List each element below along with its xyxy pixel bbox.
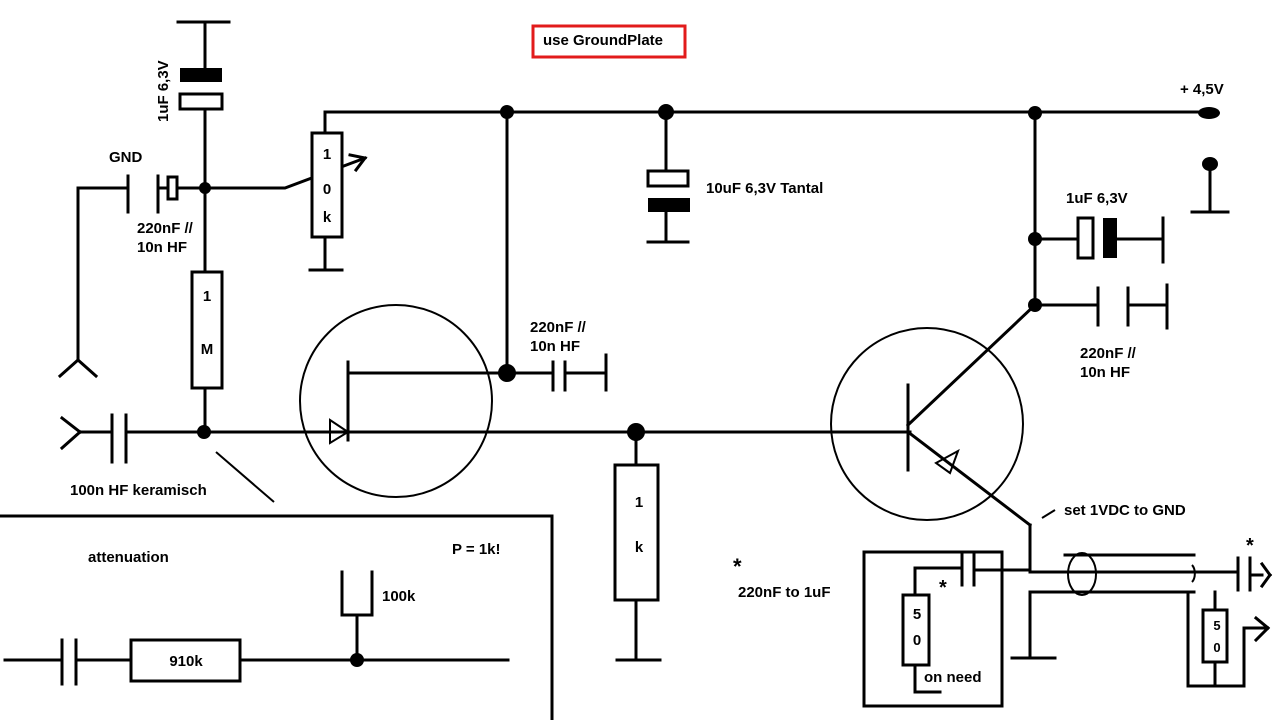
label-p-note: P = 1k! <box>452 541 501 558</box>
label-res-910k: 910k <box>169 653 203 670</box>
attenuation-box <box>0 514 554 720</box>
resistor-1k <box>613 430 662 662</box>
capacitor-1uf-right <box>1033 216 1165 264</box>
label-star-right: * <box>1246 535 1254 557</box>
label-star-small: * <box>939 577 947 599</box>
label-cap-gate-1: 220nF // <box>530 319 587 336</box>
potentiometer-10k <box>308 110 1207 272</box>
resistor-50-left <box>901 551 1032 694</box>
label-attenuation: attenuation <box>88 549 169 566</box>
label-pot-3: k <box>323 209 332 226</box>
resistor-1m <box>190 270 224 434</box>
capacitor-tantal <box>646 110 690 244</box>
capacitor-gnd <box>57 174 207 379</box>
attenuator-network <box>3 570 510 686</box>
label-cap-top-left: 1uF 6,3V <box>155 60 172 122</box>
label-on-need: on need <box>924 669 982 686</box>
junction-dot <box>350 653 364 667</box>
label-set-note: set 1VDC to GND <box>1064 502 1186 519</box>
label-pot-1: 1 <box>323 146 331 163</box>
label-res-50-right-1: 5 <box>1213 618 1220 633</box>
capacitor-1uf-top-left <box>176 20 231 274</box>
label-supply: + 4,5V <box>1180 81 1224 98</box>
label-cap-right-bottom-2: 10n HF <box>1080 364 1130 381</box>
label-pot-2: 0 <box>323 181 331 198</box>
label-res-1k-1: 1 <box>635 494 643 511</box>
coax-output <box>1010 552 1273 660</box>
label-res-100k: 100k <box>382 588 416 605</box>
gnd-terminal-right <box>1190 157 1230 214</box>
label-star-note-text: 220nF to 1uF <box>738 584 831 601</box>
label-cap-gate-2: 10n HF <box>530 338 580 355</box>
transistor-bjt <box>830 302 1038 574</box>
capacitor-220nf-right <box>1033 283 1169 330</box>
supply-terminal <box>1198 107 1220 119</box>
output-box <box>862 550 1004 708</box>
label-cap-gnd-1: 220nF // <box>137 220 194 237</box>
label-cap-right-top: 1uF 6,3V <box>1066 190 1128 207</box>
note-box-text: use GroundPlate <box>543 32 663 49</box>
resistor-50-right <box>1186 590 1271 688</box>
label-cap-right-bottom-1: 220nF // <box>1080 345 1137 362</box>
label-gnd: GND <box>109 149 143 166</box>
transistor-jfet <box>299 304 509 498</box>
label-tantal: 10uF 6,3V Tantal <box>706 180 823 197</box>
input-capacitor <box>59 413 912 464</box>
pointer-line <box>1041 509 1056 519</box>
label-cap-input: 100n HF keramisch <box>70 482 207 499</box>
label-res-1m-2: M <box>201 341 214 358</box>
label-res-50-left-2: 0 <box>913 632 921 649</box>
label-star-note: * <box>733 554 742 579</box>
label-res-1k-2: k <box>635 539 644 556</box>
label-res-50-left-1: 5 <box>913 606 921 623</box>
junction-dot <box>197 425 211 439</box>
pointer-line <box>215 451 275 503</box>
label-res-1m-1: 1 <box>203 288 211 305</box>
label-cap-gnd-2: 10n HF <box>137 239 187 256</box>
note-box-frame <box>531 24 687 59</box>
capacitor-gate <box>505 353 608 392</box>
label-res-50-right-2: 0 <box>1213 640 1220 655</box>
